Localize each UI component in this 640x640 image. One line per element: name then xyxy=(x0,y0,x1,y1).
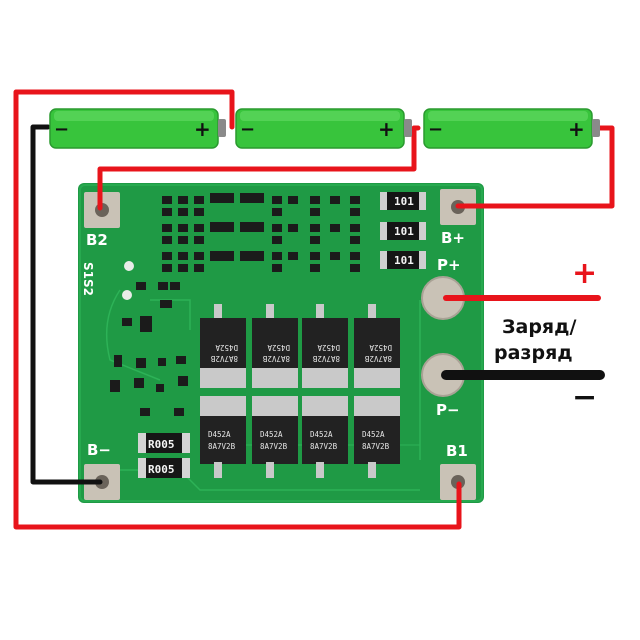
svg-text:8A7V2B: 8A7V2B xyxy=(364,354,392,363)
cell-2-minus: − xyxy=(240,119,255,140)
shunt-bottom-marking: R005 xyxy=(148,463,175,476)
output-caption-line-2: разряд xyxy=(494,342,573,364)
cell-1-minus: − xyxy=(54,119,69,140)
mosfet-top-1: D452A 8A7V2B xyxy=(200,304,246,388)
battery-cell-1: − + xyxy=(49,108,226,149)
svg-text:D452A: D452A xyxy=(369,343,392,352)
battery-cell-3: − + xyxy=(423,108,600,149)
label-p-plus: P+ xyxy=(437,256,461,274)
balance-components xyxy=(162,193,360,272)
svg-text:D452A: D452A xyxy=(362,430,385,439)
label-b-plus: B+ xyxy=(441,229,465,247)
shunt-resistor-bottom: R005 xyxy=(138,458,190,478)
bms-board: B2 B+ P+ B− P− B1 S1S2 xyxy=(78,183,484,503)
svg-text:8A7V2B: 8A7V2B xyxy=(312,354,340,363)
cell-2-plus: + xyxy=(378,117,395,141)
shunt-top-marking: R005 xyxy=(148,438,175,451)
wire-b-minus xyxy=(30,124,103,485)
mosfet-bottom-1: D452A 8A7V2B xyxy=(200,396,246,478)
svg-text:8A7V2B: 8A7V2B xyxy=(310,442,338,451)
label-s1s2: S1S2 xyxy=(81,262,95,296)
svg-text:D452A: D452A xyxy=(260,430,283,439)
resistor-3-marking: 101 xyxy=(394,254,414,267)
label-b-minus: B− xyxy=(87,441,111,459)
label-b2: B2 xyxy=(86,231,108,249)
wire-b1 xyxy=(13,89,462,530)
mosfet-bottom-3: D452A 8A7V2B xyxy=(302,396,348,478)
svg-text:8A7V2B: 8A7V2B xyxy=(262,354,290,363)
resistor-1-marking: 101 xyxy=(394,195,414,208)
mosfet-top-row: D452A 8A7V2B D452A 8A7V2B D452A 8A7V2B xyxy=(200,304,400,388)
battery-cells: − + − + − + xyxy=(49,108,600,149)
wires xyxy=(13,89,615,530)
output-minus-sign: − xyxy=(572,380,597,415)
svg-text:8A7V2B: 8A7V2B xyxy=(208,442,236,451)
mosfet-top-3: D452A 8A7V2B xyxy=(302,304,348,388)
output-plus-sign: + xyxy=(572,256,597,291)
mosfet-bottom-row: D452A 8A7V2B D452A 8A7V2B D452A 8A7V2B xyxy=(200,396,400,478)
output-annotations: + Заряд/ разряд − xyxy=(494,256,597,415)
svg-text:D452A: D452A xyxy=(310,430,333,439)
resistor-2-marking: 101 xyxy=(394,225,414,238)
label-p-minus: P− xyxy=(436,401,460,419)
svg-text:D452A: D452A xyxy=(208,430,231,439)
output-caption-line-1: Заряд/ xyxy=(502,316,576,338)
svg-text:D452A: D452A xyxy=(267,343,290,352)
balance-resistor-1: 101 xyxy=(380,192,426,210)
mosfet-bottom-4: D452A 8A7V2B xyxy=(354,396,400,478)
wire-b-plus xyxy=(455,125,615,209)
svg-text:D452A: D452A xyxy=(215,343,238,352)
cell-3-minus: − xyxy=(428,119,443,140)
svg-text:8A7V2B: 8A7V2B xyxy=(362,442,390,451)
mosfet-top-4: D452A 8A7V2B xyxy=(354,304,400,388)
svg-text:8A7V2B: 8A7V2B xyxy=(210,354,238,363)
control-components xyxy=(110,282,188,416)
battery-cell-2: − + xyxy=(235,108,412,149)
svg-text:D452A: D452A xyxy=(317,343,340,352)
balance-resistor-3: 101 xyxy=(380,251,426,269)
shunt-resistor-top: R005 xyxy=(138,433,190,453)
label-b1: B1 xyxy=(446,442,468,460)
wire-b2 xyxy=(97,125,421,211)
cell-1-plus: + xyxy=(194,117,211,141)
cell-3-plus: + xyxy=(568,117,585,141)
svg-text:8A7V2B: 8A7V2B xyxy=(260,442,288,451)
mosfet-top-2: D452A 8A7V2B xyxy=(252,304,298,388)
balance-resistor-2: 101 xyxy=(380,222,426,240)
mosfet-bottom-2: D452A 8A7V2B xyxy=(252,396,298,478)
